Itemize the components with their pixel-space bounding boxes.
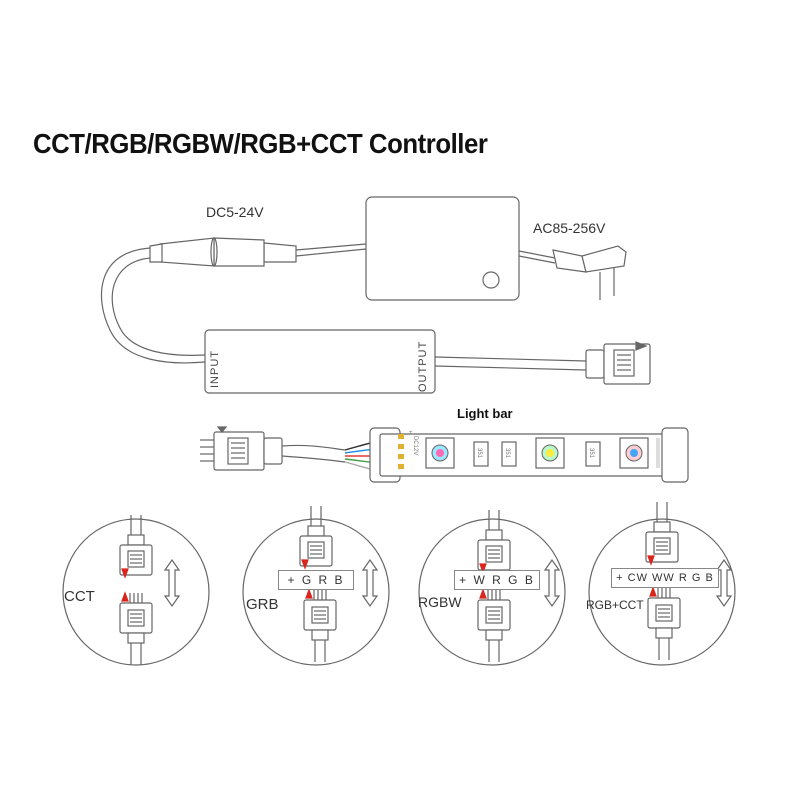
lower-arrow-marker-rgbcct	[649, 586, 657, 597]
mode-circles	[62, 518, 736, 666]
lower-connector-window-cct	[127, 609, 145, 627]
chip-code-3: 351	[588, 448, 594, 459]
lower-connector-window-grb	[311, 606, 329, 624]
mode-circle-cct	[62, 518, 210, 666]
led-strip	[369, 427, 689, 483]
plug-direction-arrow-grb	[361, 558, 379, 608]
lower-strain-relief-rgbcct	[655, 627, 673, 639]
upper-strain-relief-rgbw	[485, 529, 503, 541]
circle-connectors	[119, 502, 733, 665]
upper-arrow-marker-grb	[301, 559, 309, 570]
pin-order-rgbcct: + CW WW R G B	[611, 568, 719, 588]
upper-connector-window-cct	[127, 550, 145, 568]
input-cable	[100, 247, 206, 364]
ac-voltage-label: AC85-256V	[533, 220, 606, 236]
strip-cable	[281, 444, 346, 463]
adapter-led	[482, 271, 500, 289]
mode-label-rgbcct: RGB+CCT	[586, 598, 644, 612]
upper-arrow-marker-cct	[121, 568, 129, 579]
lower-strain-relief-cct	[127, 632, 145, 644]
mode-circle-grb	[242, 518, 390, 666]
pin-order-grb: + G R B	[278, 570, 354, 590]
mode-label-rgbw: RGBW	[418, 594, 462, 610]
diagram-title: CCT/RGB/RGBW/RGB+CCT Controller	[33, 128, 488, 159]
dc-voltage-label: DC5-24V	[206, 204, 264, 220]
upper-connector-window-rgbw	[485, 545, 503, 563]
upper-strain-relief-grb	[307, 525, 325, 537]
adapter-body	[365, 196, 520, 301]
upper-strain-relief-rgbcct	[653, 521, 671, 533]
strip-text: DC12V + 351 351 351	[409, 430, 594, 459]
mode-label-grb: GRB	[246, 596, 279, 613]
strip-plus-label: +	[409, 430, 413, 436]
output-cable	[434, 356, 587, 371]
lower-arrow-marker-grb	[305, 588, 313, 599]
upper-arrow-marker-rgbcct	[647, 555, 655, 566]
pin-order-rgbw: + W R G B	[454, 570, 540, 590]
lower-arrow-marker-rgbw	[479, 588, 487, 599]
controller-input-label: INPUT	[209, 350, 221, 388]
strip-connector	[200, 426, 283, 471]
upper-strain-relief-cct	[127, 534, 145, 546]
ac-plug	[518, 245, 627, 300]
light-bar-label: Light bar	[457, 406, 513, 421]
plug-direction-arrow-rgbw	[543, 558, 561, 608]
upper-arrow-marker-rgbw	[479, 563, 487, 574]
led-chips	[431, 444, 643, 462]
output-connector	[585, 341, 651, 385]
lower-connector-window-rgbcct	[655, 604, 673, 622]
plug-direction-arrow-cct	[163, 558, 181, 608]
upper-connector-window-rgbcct	[653, 537, 671, 555]
controller-box	[204, 329, 436, 394]
chip-code-2: 351	[504, 448, 510, 459]
power-adapter	[365, 196, 520, 301]
chip-code-1: 351	[476, 448, 482, 459]
lower-connector-window-rgbw	[485, 606, 503, 624]
lower-arrow-marker-cct	[121, 591, 129, 602]
upper-connector-window-grb	[307, 541, 325, 559]
dc-barrel-jack	[149, 237, 297, 267]
dc-cable	[295, 243, 367, 257]
mode-label-cct: CCT	[64, 588, 95, 605]
lower-strain-relief-grb	[311, 629, 329, 641]
strip-voltage-label: DC12V	[412, 436, 418, 455]
plug-direction-arrow-rgbcct	[715, 558, 733, 608]
controller-output-label: OUTPUT	[417, 341, 429, 392]
lower-strain-relief-rgbw	[485, 629, 503, 641]
